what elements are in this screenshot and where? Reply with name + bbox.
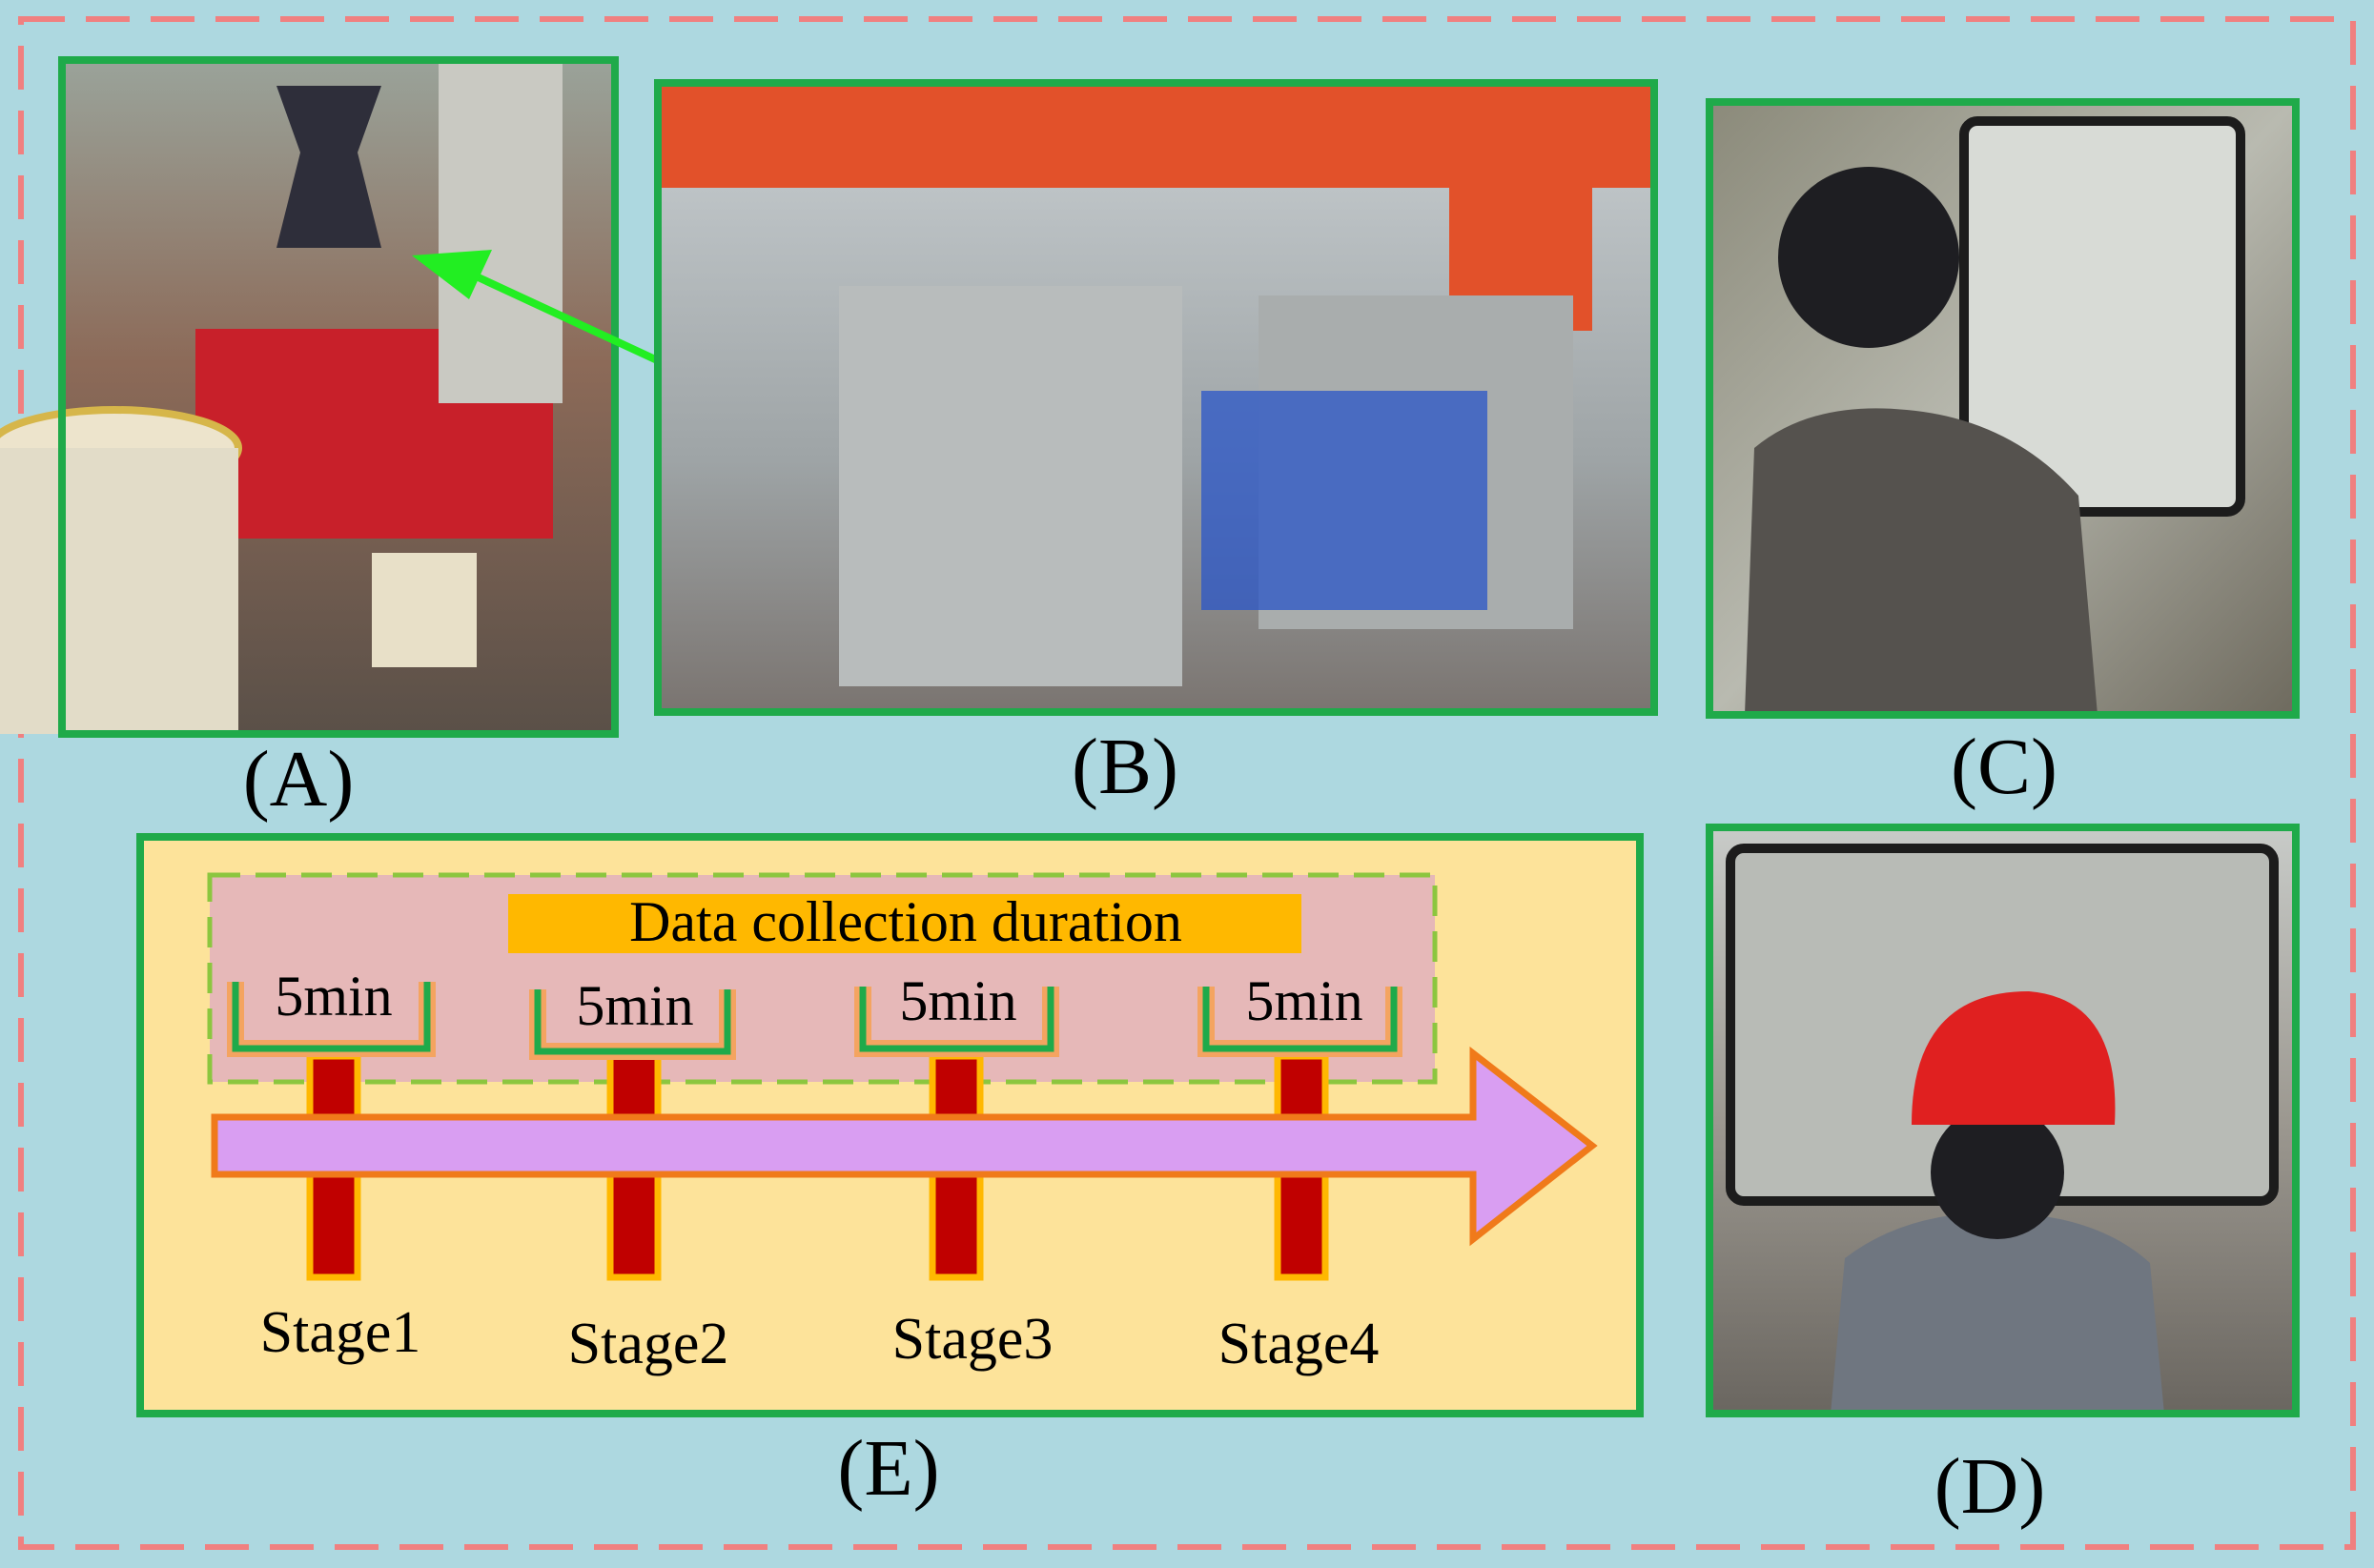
stage-label-1: Stage1: [260, 1300, 421, 1365]
bracket-2-label: 5min: [576, 974, 693, 1037]
duration-bracket-4: 5min: [1197, 969, 1402, 1057]
panel-e: Data collection duration 5min 5min 5min …: [136, 833, 1644, 1513]
panel-a-pointer-arrow-head: [412, 250, 492, 299]
bracket-2-inner: [534, 989, 731, 1055]
panel-d-red-helmet: [1912, 991, 2116, 1125]
panel-b-building-left: [839, 286, 1182, 686]
panel-d-frame: [1706, 824, 2300, 1417]
panel-c-label: (C): [1951, 723, 2057, 811]
bracket-1-label: 5min: [275, 965, 392, 1028]
panel-d-operator-head: [1931, 1106, 2064, 1239]
panel-e-label: (E): [837, 1424, 939, 1513]
timeline-arrow: [211, 1046, 1598, 1247]
outer-dashed-border: [18, 16, 2356, 1550]
panel-a-box: [372, 553, 477, 667]
panel-c-window: [1959, 116, 2245, 517]
bracket-3-inner: [859, 987, 1054, 1052]
duration-bracket-3: 5min: [854, 969, 1059, 1057]
panel-a-frame: [58, 56, 619, 738]
panel-c-operator-head: [1778, 167, 1959, 348]
bracket-3-label: 5min: [899, 969, 1016, 1032]
panel-d-label: (D): [1934, 1442, 2046, 1531]
duration-bracket-1: 5min: [227, 965, 436, 1057]
panel-b-blue-frame: [1201, 391, 1487, 610]
panel-b-label: (B): [1072, 723, 1178, 811]
collection-title-highlight: [508, 894, 1301, 953]
stage-label-2: Stage2: [568, 1312, 729, 1376]
collection-title: Data collection duration: [629, 890, 1182, 953]
panel-a-label: (A): [243, 735, 355, 824]
stage-label-3: Stage3: [892, 1307, 1054, 1372]
panel-a: (A): [0, 56, 879, 824]
panel-a-tower: [439, 60, 563, 403]
panel-a-cone-piece: [276, 86, 381, 248]
panel-b: (B): [654, 79, 1658, 811]
bracket-1-inner: [232, 982, 431, 1052]
bracket-4-inner: [1202, 987, 1398, 1052]
panel-c: (C): [1706, 98, 2300, 811]
panel-c-operator-body: [1745, 408, 2098, 715]
panel-d-operator-body: [1831, 1212, 2164, 1414]
stage-label-4: Stage4: [1218, 1312, 1380, 1376]
panel-a-cylinder-body: [0, 448, 238, 734]
panel-b-frame: [654, 79, 1658, 716]
duration-bracket-2: 5min: [529, 974, 736, 1060]
bracket-4-label: 5min: [1245, 969, 1362, 1032]
panel-d: (D): [1706, 824, 2300, 1531]
panel-c-frame: [1706, 98, 2300, 719]
panel-b-crane-beam: [658, 83, 1654, 188]
